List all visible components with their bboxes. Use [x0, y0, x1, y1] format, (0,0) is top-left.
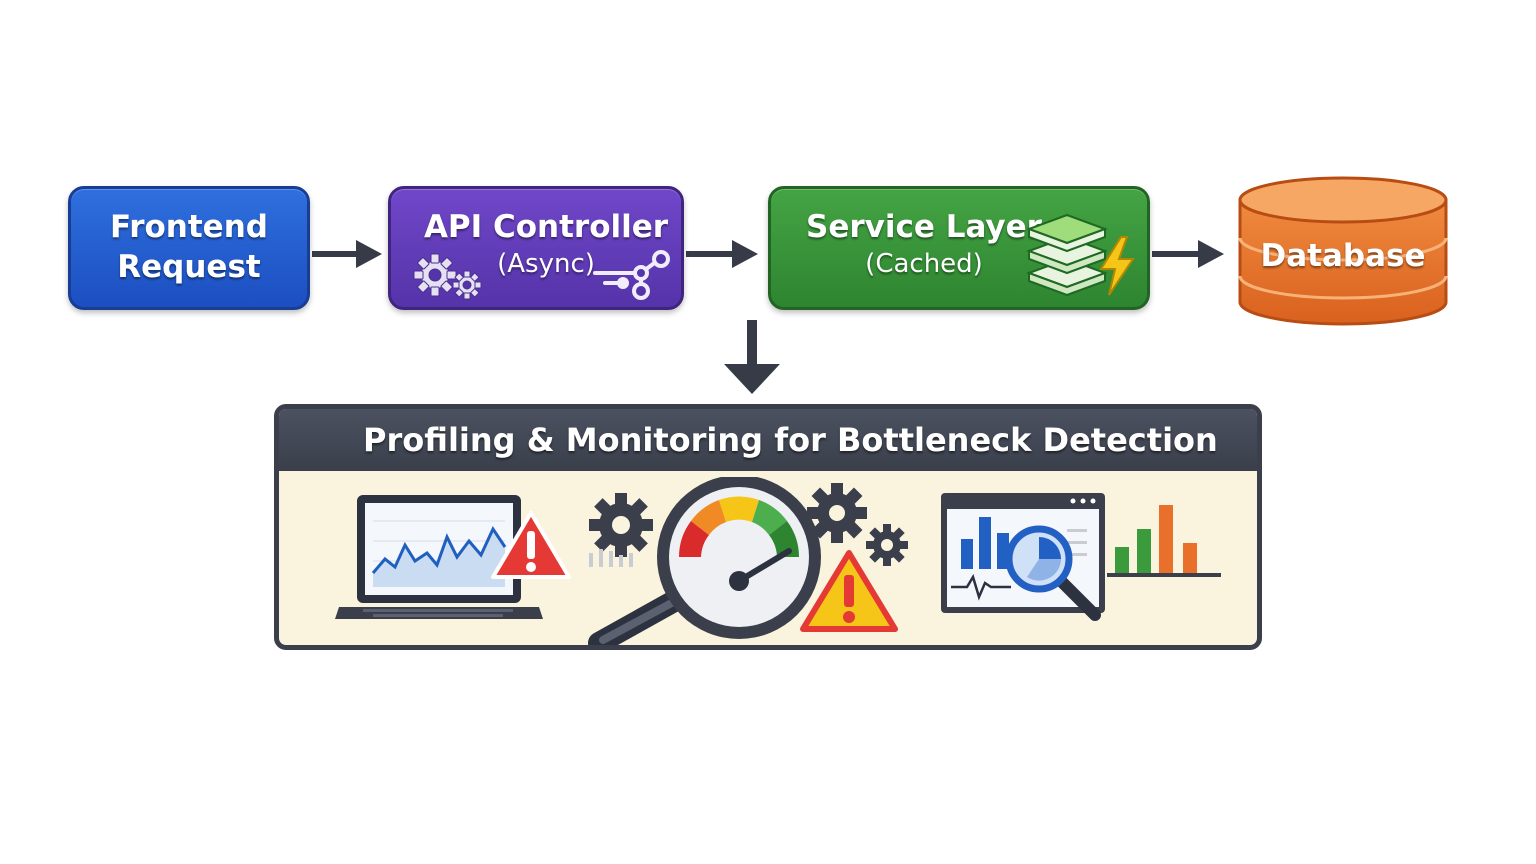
api-label-line1: API Controller [423, 209, 669, 245]
frontend-label-line2: Request [117, 249, 261, 285]
service-label-line1: Service Layer [806, 209, 1042, 245]
bar-chart-icon [1107, 505, 1221, 577]
cache-stack-icon [1026, 213, 1108, 297]
frontend-label-line1: Frontend [110, 209, 268, 245]
laptop-chart-icon [335, 495, 543, 619]
workflow-icon [593, 250, 670, 300]
warning-icon [800, 550, 898, 632]
gauge-magnifier-icon [588, 477, 908, 645]
arrow-down-to-monitoring [724, 320, 780, 394]
service-layer-node[interactable]: Service Layer (Cached) [768, 186, 1150, 310]
dashboard-analytics-icon [941, 493, 1105, 621]
database-icon [1238, 176, 1448, 326]
arrow-service-to-database [1152, 240, 1224, 268]
database-node[interactable]: Database [1236, 176, 1450, 328]
monitoring-panel: Profiling & Monitoring for Bottleneck De… [274, 404, 1262, 650]
monitoring-panel-title: Profiling & Monitoring for Bottleneck De… [363, 421, 1218, 459]
frontend-request-node[interactable]: Frontend Request [68, 186, 310, 310]
api-label-line2: (Async) [497, 249, 595, 279]
service-label-line2: (Cached) [865, 249, 983, 279]
gears-icon [413, 253, 482, 300]
api-controller-node[interactable]: API Controller (Async) [388, 186, 684, 310]
monitoring-panel-header: Profiling & Monitoring for Bottleneck De… [279, 409, 1257, 471]
arrow-frontend-to-api [312, 240, 382, 268]
database-label: Database [1260, 238, 1426, 274]
arrow-api-to-service [686, 240, 758, 268]
warning-icon [491, 511, 571, 579]
lightning-icon [1099, 236, 1135, 296]
